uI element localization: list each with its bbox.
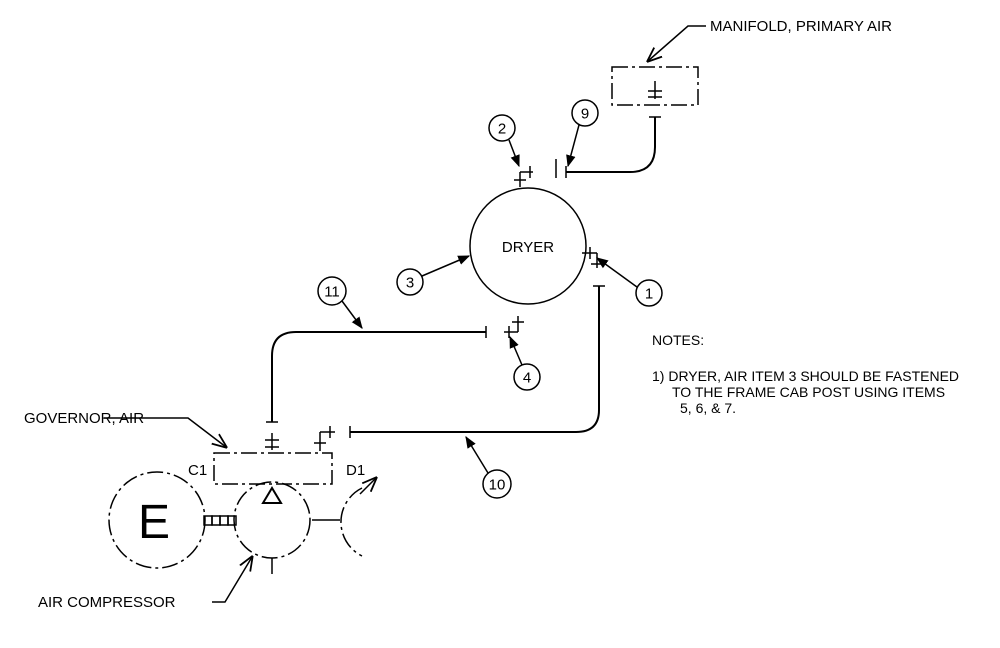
governor-label: GOVERNOR, AIR (24, 410, 144, 427)
engine-label: E (138, 496, 170, 549)
drive-coupling (203, 515, 237, 526)
svg-text:11: 11 (324, 284, 340, 301)
balloon-4: 4 (509, 335, 541, 391)
auxiliary-drive (340, 478, 376, 557)
d1-label: D1 (346, 462, 365, 479)
svg-text:4: 4 (523, 370, 531, 387)
air-compressor[interactable] (233, 481, 340, 574)
air-dryer[interactable] (469, 187, 587, 305)
hose-line-9[interactable] (566, 117, 656, 173)
balloon-2: 2 (488, 114, 520, 168)
notes-title: NOTES: (652, 332, 704, 348)
svg-text:10: 10 (489, 477, 506, 494)
notes-line-2: TO THE FRAME CAB POST USING ITEMS (672, 384, 945, 400)
governor-leader (104, 417, 226, 447)
notes-line-3: 5, 6, & 7. (680, 400, 736, 416)
balloon-10: 10 (465, 435, 512, 499)
svg-text:9: 9 (581, 106, 589, 123)
manifold-primary-air[interactable] (611, 66, 699, 118)
balloon-3: 3 (396, 255, 471, 296)
fitting-4-elbow (504, 316, 524, 338)
compressor-label: AIR COMPRESSOR (38, 594, 176, 611)
manifold-leader (648, 25, 706, 61)
svg-text:3: 3 (406, 275, 414, 292)
governor-air[interactable] (213, 426, 335, 485)
hose-line-10[interactable] (350, 286, 600, 433)
compressor-leader (212, 557, 252, 603)
hose-line-11[interactable] (271, 331, 486, 422)
engine[interactable] (108, 471, 206, 569)
dryer-label: DRYER (502, 239, 554, 256)
balloon-1: 1 (596, 257, 663, 307)
balloon-11: 11 (317, 276, 363, 329)
svg-text:2: 2 (498, 121, 506, 138)
balloon-9: 9 (566, 99, 599, 168)
fitting-2-elbow (514, 166, 533, 187)
notes-line-1: 1) DRYER, AIR ITEM 3 SHOULD BE FASTENED (652, 368, 959, 384)
svg-text:1: 1 (645, 286, 653, 303)
c1-label: C1 (188, 462, 207, 479)
manifold-label: MANIFOLD, PRIMARY AIR (710, 18, 892, 35)
